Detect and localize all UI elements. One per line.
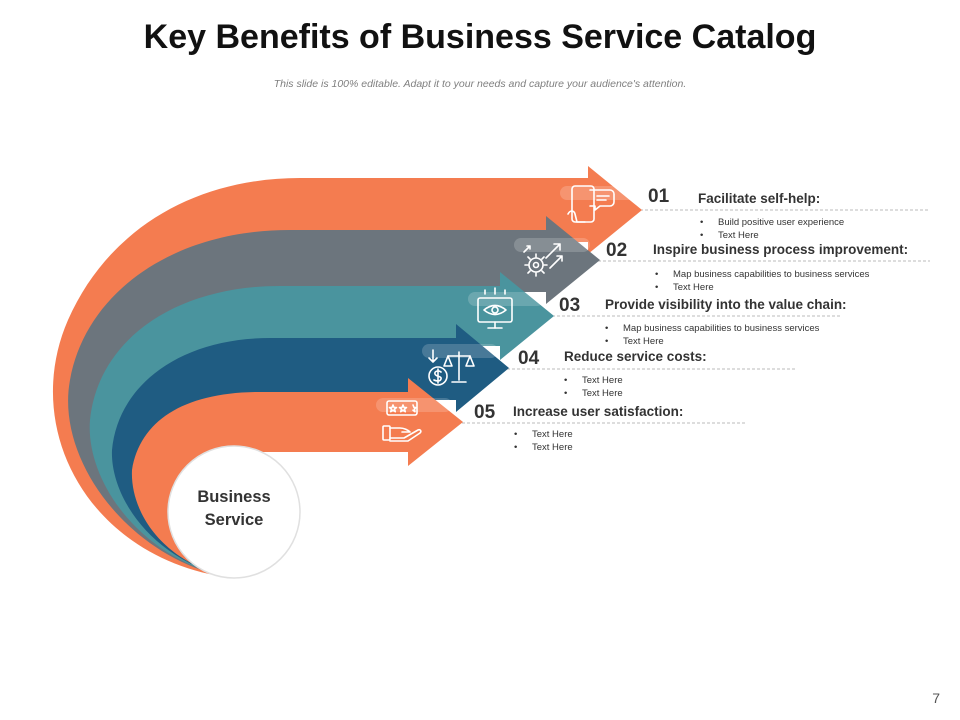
item-05-bullet-1: Text Here [514, 428, 573, 441]
item-02-bullet-2: Text Here [655, 281, 869, 294]
item-04-bullet-1: Text Here [564, 374, 623, 387]
center-circle [167, 445, 301, 579]
mobile-chat-icon [567, 185, 615, 223]
item-02-number: 02 [606, 240, 628, 261]
item-02-bullet-1: Map business capabilities to business se… [655, 268, 869, 281]
center-label-line-1: Business [197, 488, 271, 506]
item-05-bullets: Text Here Text Here [514, 428, 573, 454]
item-01-number: 01 [648, 186, 670, 207]
slide-subtitle: This slide is 100% editable. Adapt it to… [273, 78, 687, 90]
center-label-line-2: Service [204, 511, 264, 529]
slide-title: Key Benefits of Business Service Catalog [143, 18, 817, 56]
gear-growth-icon [523, 243, 563, 277]
item-01-bullets: Build positive user experience Text Here [700, 216, 844, 242]
item-05-heading: Increase user satisfaction: [513, 404, 684, 419]
item-03-number: 03 [559, 295, 581, 316]
item-04-number: 04 [518, 348, 540, 369]
item-03-bullet-2: Text Here [605, 335, 819, 348]
monitor-eye-icon [477, 287, 513, 329]
center-label: Business Service [168, 486, 300, 532]
item-04-bullet-2: Text Here [564, 387, 623, 400]
item-04-heading: Reduce service costs: [564, 349, 707, 364]
item-05-number: 05 [474, 402, 496, 423]
page-number: 7 [932, 690, 940, 706]
item-02-bullets: Map business capabilities to business se… [655, 268, 869, 294]
item-02-heading: Inspire business process improvement: [653, 242, 909, 257]
hand-rating-icon [382, 400, 422, 442]
item-01-bullet-1: Build positive user experience [700, 216, 844, 229]
item-05-bullet-2: Text Here [514, 441, 573, 454]
item-03-bullet-1: Map business capabilities to business se… [605, 322, 819, 335]
item-01-bullet-2: Text Here [700, 229, 844, 242]
cost-balance-icon [428, 349, 475, 386]
item-03-bullets: Map business capabilities to business se… [605, 322, 819, 348]
arrow-05-shape [131, 378, 463, 578]
item-01-heading: Facilitate self-help: [698, 191, 821, 206]
item-04-bullets: Text Here Text Here [564, 374, 623, 400]
item-03-heading: Provide visibility into the value chain: [605, 297, 847, 312]
